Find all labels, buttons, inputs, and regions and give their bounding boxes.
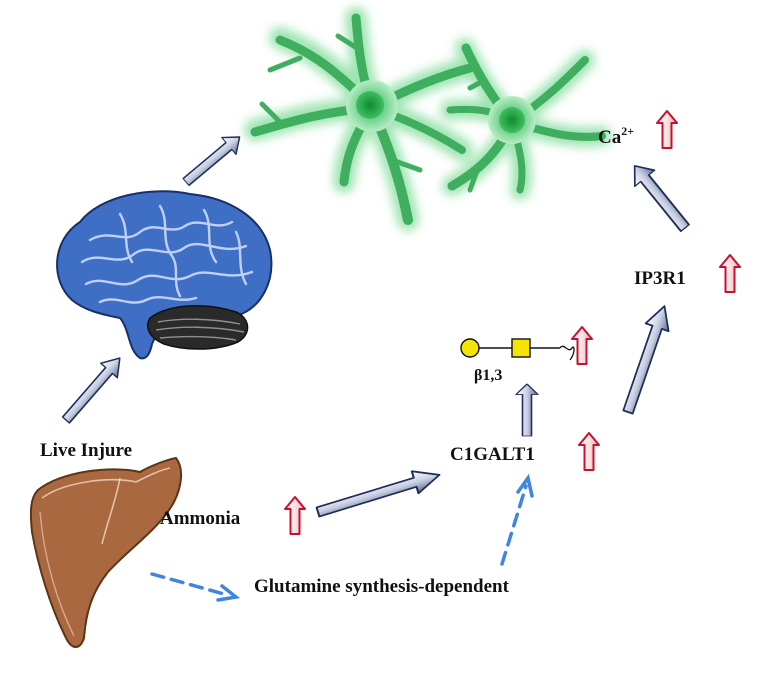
- arrow-ip3r1-to-calcium: [624, 157, 696, 237]
- c1galt1-label: C1GALT1: [450, 444, 535, 465]
- live-injure-label: Live Injure: [40, 440, 132, 461]
- liver-icon: [29, 456, 182, 648]
- ammonia-label: Ammonia: [160, 508, 241, 529]
- glycan-structure: [460, 338, 575, 361]
- dashed-arrow-liver-to-glutamine: [150, 572, 241, 602]
- brain-icon: [56, 190, 273, 360]
- arrow-injury-to-brain: [56, 350, 129, 428]
- calcium-label: Ca2+: [598, 124, 634, 148]
- up-arrow-icon: [656, 110, 678, 149]
- arrow-c1galt1-to-glycan: [515, 383, 539, 437]
- arrow-brain-to-astrocyte: [178, 127, 248, 192]
- arrow-to-ip3r1: [615, 301, 677, 417]
- up-arrow-icon: [719, 254, 741, 293]
- dashed-arrow-glutamine-to-c1galt1: [500, 473, 534, 566]
- astrocyte-icon: [244, 7, 612, 231]
- galnac-square-icon: [511, 338, 531, 358]
- ip3r1-label: IP3R1: [634, 268, 686, 289]
- up-arrow-icon: [571, 326, 593, 365]
- arrow-ammonia-to-c1galt1: [313, 462, 444, 525]
- beta-linkage-label: β1,3: [474, 367, 502, 384]
- glutamine-label: Glutamine synthesis-dependent: [254, 576, 510, 597]
- up-arrow-icon: [578, 432, 600, 471]
- up-arrow-icon: [284, 496, 306, 535]
- galactose-circle-icon: [460, 338, 480, 358]
